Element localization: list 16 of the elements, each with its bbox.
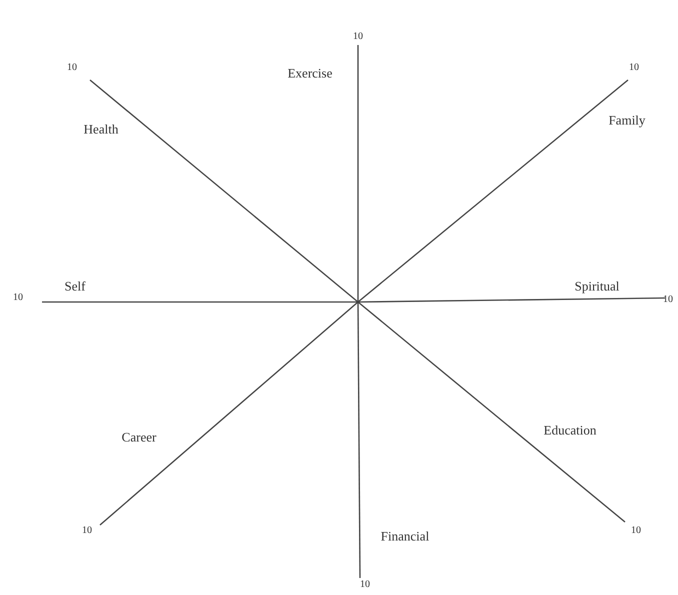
category-label: Financial (380, 530, 430, 542)
scale-value: 10 (353, 32, 363, 42)
category-label: Family (608, 114, 646, 126)
category-label: Health (84, 122, 118, 136)
scale-value: 10 (360, 580, 370, 590)
category-label: Exercise (288, 66, 332, 80)
scale-value: 10 (631, 526, 641, 536)
scale-value: 10 (67, 63, 77, 73)
scale-value: 10 (629, 63, 639, 73)
scale-value: 10 (663, 295, 673, 305)
scale-value: 10 (13, 293, 23, 303)
category-label: Spiritual (574, 280, 620, 292)
category-label: Education (544, 424, 596, 436)
category-label: Career (122, 430, 156, 444)
scale-value: 10 (82, 526, 92, 536)
category-label: Self (64, 280, 86, 292)
